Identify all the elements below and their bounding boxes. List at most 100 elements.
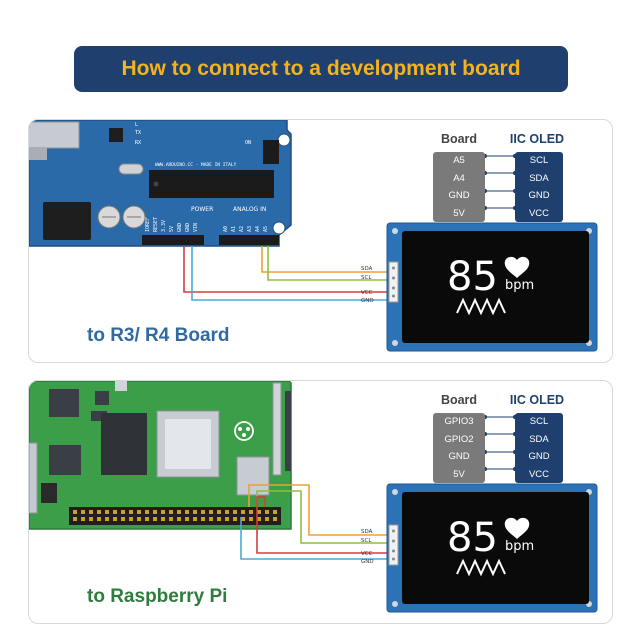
gpio-pin [177,510,181,514]
gpio-pin [161,510,165,514]
url-label: WWW.ARDUINO.CC - MADE IN ITALY [155,162,237,168]
dc-jack [43,202,91,240]
raspberry-pi-panel: SDA SCL VCC GND 85 bpm to Raspberry Pi B… [28,380,613,624]
oled-pins: SCL SDA GND VCC [515,413,563,483]
gpio-pin [105,517,109,521]
gpio-pin [241,517,245,521]
oled-header: IIC OLED [509,393,565,407]
gpio-pin [145,517,149,521]
gpio-pin [89,517,93,521]
arduino-diagram: TX RX L ON WWW.ARDUINO.CC - MADE IN ITAL… [29,120,598,352]
raspberry-pi-caption: to Raspberry Pi [87,586,228,607]
oled-pin: GND [528,451,550,462]
oled-value: 85 [447,515,498,561]
gpio-pin [137,517,141,521]
oled-pins: SCL SDA GND VCC [515,152,563,222]
header-pin-label: A0 [223,226,229,232]
gpio-pin [121,510,125,514]
header-pin-label: GND [185,223,191,232]
wire-label-gnd: GND [361,559,374,565]
power-header [142,235,204,245]
gpio-pin [105,510,109,514]
wire-label-sda: SDA [361,529,373,535]
on-label: ON [245,140,251,146]
oled-pin: SDA [529,172,549,184]
raspberry-logo-icon [234,421,254,441]
oled-header: IIC OLED [509,132,565,146]
arduino-panel: TX RX L ON WWW.ARDUINO.CC - MADE IN ITAL… [28,119,613,363]
board-pin: GPIO2 [444,433,474,445]
raspberry-pi-board [29,381,292,530]
arduino-caption: to R3/ R4 Board [87,325,230,346]
analog-header [219,235,279,245]
gpio-pin [169,510,173,514]
header-pin-label: IOREF [145,217,151,232]
header-pin-label: A2 [239,226,245,232]
gpio-pin [121,517,125,521]
sda-wire [248,484,391,536]
gpio-pin [73,510,77,514]
gpio-pin [161,517,165,521]
gpio-pin [265,517,269,521]
l-label: L [135,122,138,128]
table-connectors [482,414,518,472]
oled-module: 85 bpm [386,222,598,352]
oled-pin: SCL [529,155,549,166]
gpio-pin [249,517,253,521]
gpio-pin [257,517,261,521]
tx-label: TX [135,130,141,136]
gpio-pin [225,517,229,521]
oled-unit: bpm [505,539,534,554]
board-header: Board [440,393,478,407]
sda-wire [261,246,391,273]
microcontroller-chip [149,170,274,198]
header-pin-label: A4 [255,226,261,232]
gpio-pin [257,510,261,514]
gpio-pin [201,510,205,514]
wire-label-gnd: GND [361,298,374,304]
processor-chip [101,413,147,475]
pi-wires [240,484,391,560]
page-title: How to connect to a development board [121,57,521,80]
ram-chip [49,389,79,417]
table-connectors [482,153,518,211]
gpio-pin [249,510,253,514]
oled-pin: SDA [529,433,549,445]
gpio-pin [129,510,133,514]
gpio-pin [265,510,269,514]
gpio-header [69,507,281,525]
wire-label-sda: SDA [361,266,373,272]
oled-module: 85 bpm [386,483,598,613]
header-pin-label: A5 [263,226,269,232]
gpio-pin [137,510,141,514]
gpio-pin [185,510,189,514]
power-label: POWER [191,206,213,213]
oled-pin: VCC [528,468,550,480]
heart-icon [504,256,530,278]
gpio-pin [209,517,213,521]
gpio-pin [233,517,237,521]
analog-in-label: ANALOG IN [233,206,266,213]
vcc-wire [183,246,391,293]
board-pin: GPIO3 [444,416,474,427]
gpio-pin [97,517,101,521]
arduino-board: TX RX L ON WWW.ARDUINO.CC - MADE IN ITAL… [29,120,292,247]
header-pin-label: GND [177,223,183,232]
header-pin-label: 5V [169,226,175,232]
gpio-pin [169,517,173,521]
oled-value: 85 [447,254,498,300]
scl-wire [267,246,391,281]
gpio-pin [113,517,117,521]
gpio-pin [233,510,237,514]
pulse-wave-icon [456,558,506,577]
gpio-pin [217,517,221,521]
gpio-pin [73,517,77,521]
gpio-pin [193,510,197,514]
rx-label: RX [135,140,141,146]
scl-wire [256,490,391,544]
gpio-pin [241,510,245,514]
header-pin-label: RESET [153,217,159,232]
gpio-pin [273,517,277,521]
gpio-pin [81,510,85,514]
heart-icon [504,517,530,539]
